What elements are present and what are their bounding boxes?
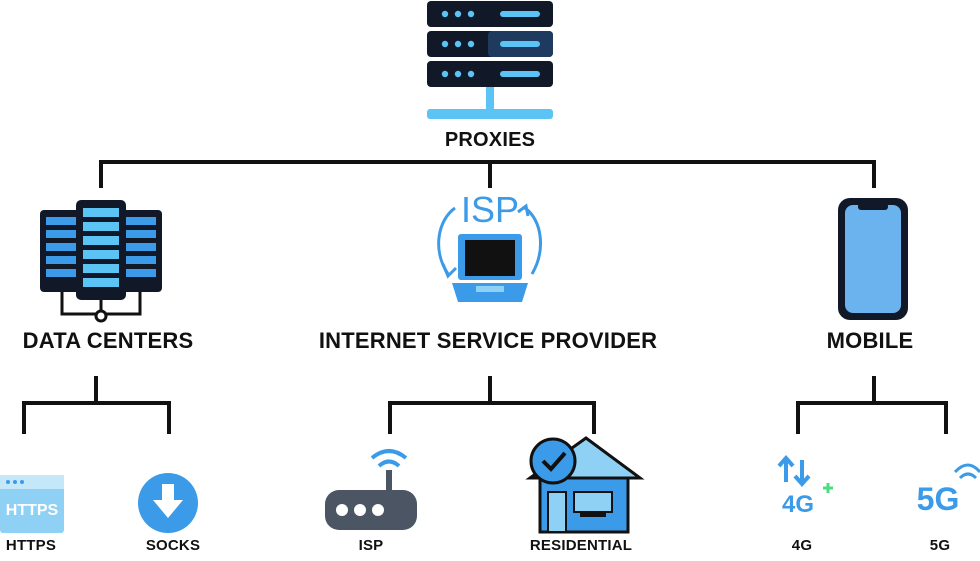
category-label-mobile: MOBILE bbox=[826, 328, 914, 353]
leaf-label-residential: RESIDENTIAL bbox=[529, 537, 633, 554]
leaf-label-https: HTTPS bbox=[5, 537, 57, 554]
category-label-data-centers: DATA CENTERS bbox=[22, 328, 194, 353]
leaf-label-socks: SOCKS bbox=[145, 537, 201, 554]
5g-signal-icon: 5G bbox=[917, 463, 980, 517]
5g-icon-text: 5G bbox=[917, 481, 960, 517]
mobile-connector bbox=[796, 376, 948, 434]
4g-icon-text: 4G bbox=[782, 491, 814, 518]
https-icon-text: HTTPS bbox=[6, 502, 59, 519]
residential-house-icon bbox=[525, 436, 645, 534]
leaf-label-5g: 5G bbox=[929, 537, 951, 554]
4g-signal-icon: 4G bbox=[777, 454, 833, 518]
isp-connector bbox=[388, 376, 596, 434]
data-center-icon bbox=[40, 200, 162, 323]
datacenter-connector bbox=[22, 376, 171, 434]
smartphone-icon bbox=[838, 198, 908, 320]
server-rack-icon bbox=[427, 1, 553, 119]
socks-download-icon bbox=[138, 473, 198, 533]
router-icon bbox=[325, 449, 417, 530]
leaf-label-isp: ISP bbox=[358, 537, 384, 554]
https-browser-icon: HTTPS bbox=[0, 475, 64, 533]
category-label-isp: INTERNET SERVICE PROVIDER bbox=[318, 328, 658, 353]
leaf-label-4g: 4G bbox=[791, 537, 813, 554]
root-label: PROXIES bbox=[444, 129, 536, 151]
connector-lines bbox=[22, 160, 948, 434]
isp-laptop-icon: ISP bbox=[437, 189, 542, 302]
isp-icon-text: ISP bbox=[461, 189, 519, 230]
root-connector bbox=[99, 160, 876, 188]
